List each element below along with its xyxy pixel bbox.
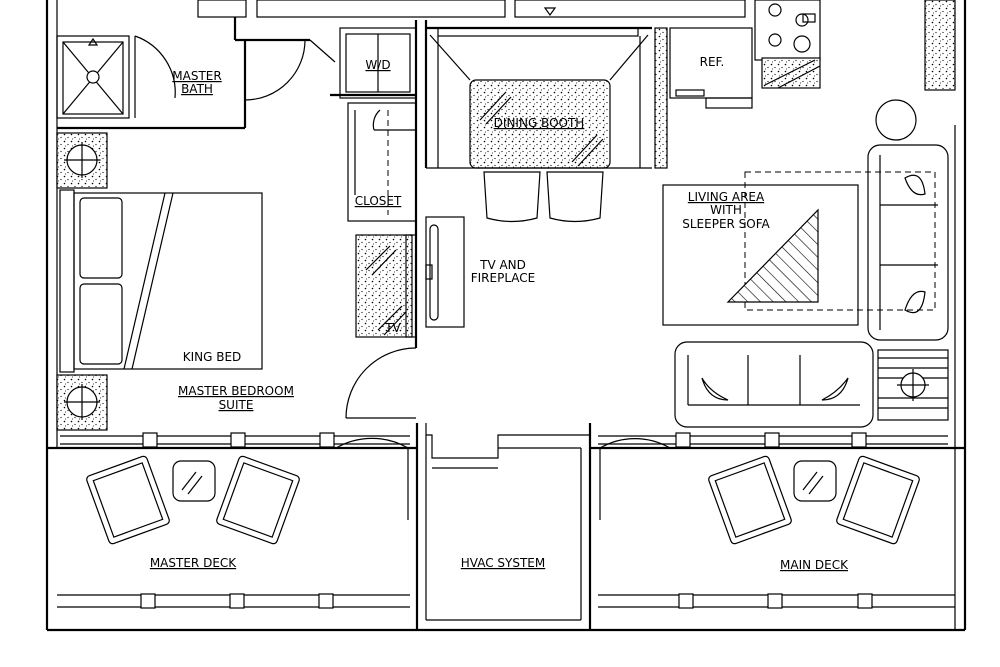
room-labels: MASTER BATH W/D REF. DINING BOOTH CLOSET…	[150, 55, 849, 572]
label-master-bedroom-line1: MASTER BEDROOM	[178, 384, 294, 398]
label-master-bath-line1: MASTER	[172, 69, 221, 83]
laundry-closet	[330, 20, 418, 348]
label-refrigerator: REF.	[700, 55, 725, 69]
label-closet: CLOSET	[355, 194, 402, 208]
label-main-deck: MAIN DECK	[780, 558, 849, 572]
top-fixtures	[197, 0, 956, 91]
master-deck-furniture	[86, 455, 300, 545]
label-living-area-line1: LIVING AREA	[688, 190, 765, 204]
main-deck-furniture	[708, 455, 920, 545]
living-area	[662, 99, 949, 428]
exterior-walls	[45, 0, 967, 632]
label-tv-fireplace-line2: FIREPLACE	[471, 271, 536, 285]
label-king-bed: KING BED	[183, 350, 242, 364]
label-dining-booth: DINING BOOTH	[494, 116, 585, 130]
label-tv-fireplace-line1: TV AND	[479, 258, 526, 272]
master-bath	[56, 17, 336, 130]
label-washer-dryer: W/D	[365, 58, 390, 72]
deck-structure	[335, 423, 671, 630]
dining-area	[424, 20, 753, 223]
master-bedroom	[56, 132, 417, 431]
label-living-area-line3: SLEEPER SOFA	[682, 217, 770, 231]
label-tv: TV	[384, 321, 401, 335]
label-master-bedroom-line2: SUITE	[219, 398, 254, 412]
railings	[57, 432, 955, 609]
label-master-bath-line2: BATH	[181, 82, 213, 96]
label-living-area-line2: WITH	[710, 203, 742, 217]
label-master-deck: MASTER DECK	[150, 556, 237, 570]
tv-fireplace	[425, 216, 465, 328]
label-hvac-system: HVAC SYSTEM	[461, 556, 546, 570]
